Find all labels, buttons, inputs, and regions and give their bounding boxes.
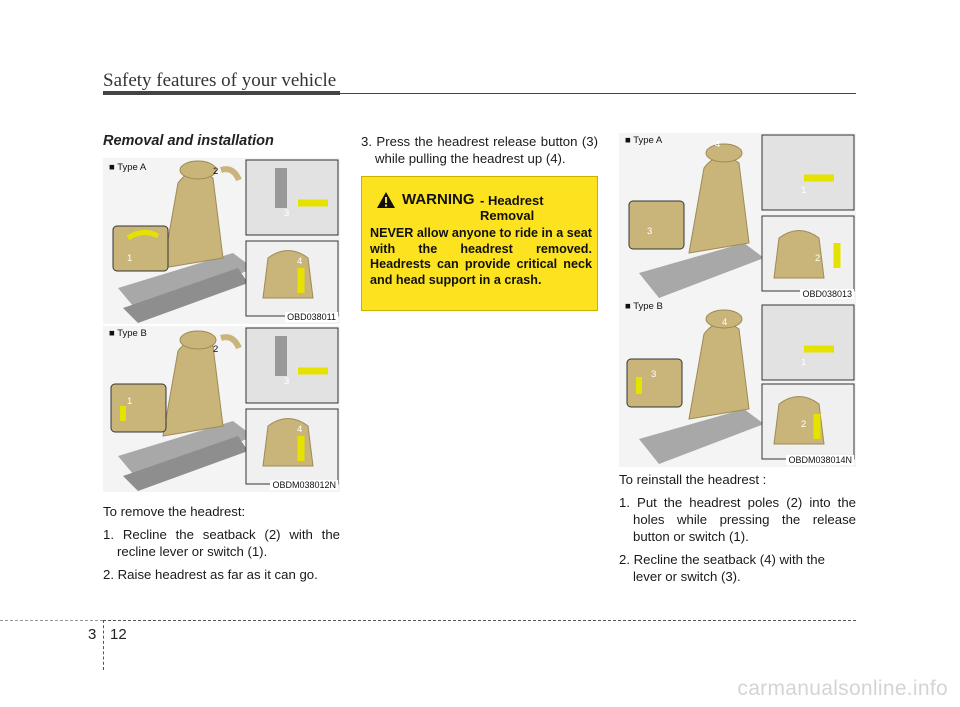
footer-divider xyxy=(103,620,104,670)
chapter-number: 3 xyxy=(88,626,97,643)
reinstall-steps: To reinstall the headrest : 1. Put the h… xyxy=(619,471,856,591)
callout-3: 3 xyxy=(284,376,290,387)
header-rule xyxy=(103,91,340,95)
removal-step-1: 1. Recline the seatback (2) with the rec… xyxy=(103,527,340,559)
section-heading: Removal and installation xyxy=(103,133,274,149)
removal-intro: To remove the headrest: xyxy=(103,504,246,519)
seat-illustration xyxy=(619,133,856,301)
watermark: carmanualsonline.info xyxy=(737,677,948,700)
seat-illustration xyxy=(619,299,856,467)
callout-3: 3 xyxy=(651,369,657,380)
page-header-title: Safety features of your vehicle xyxy=(103,70,337,91)
figure-code: OBD038013 xyxy=(800,289,854,299)
figure-type-b-reinstall: ■ Type B 1 2 3 4 OBDM038014N xyxy=(619,299,856,467)
callout-2: 2 xyxy=(801,419,807,430)
footer-rule-left xyxy=(0,620,103,621)
warning-title: WARNING xyxy=(402,191,475,208)
warning-subtitle: - Headrest Removal xyxy=(480,193,544,223)
callout-4: 4 xyxy=(722,317,728,328)
callout-1: 1 xyxy=(127,253,133,264)
footer-rule xyxy=(103,620,856,621)
removal-step-2: 2. Raise headrest as far as it can go. xyxy=(103,567,318,582)
warning-box: WARNING - Headrest Removal NEVER allow a… xyxy=(361,176,598,311)
warning-triangle-icon xyxy=(377,192,395,208)
callout-4: 4 xyxy=(297,256,303,267)
figure-code: OBDM038012N xyxy=(270,480,338,490)
figure-type-a-removal: ■ Type A 1 2 3 4 OBD038011 xyxy=(103,158,340,324)
page-number: 12 xyxy=(110,626,127,643)
reinstall-intro: To reinstall the headrest : xyxy=(619,472,767,487)
removal-step-3-block: 3. Press the headrest release button (3)… xyxy=(361,133,598,173)
callout-4: 4 xyxy=(715,139,721,150)
callout-2: 2 xyxy=(213,166,219,177)
figure-type-b-removal: ■ Type B 1 2 3 4 OBDM038012N xyxy=(103,326,340,492)
callout-2: 2 xyxy=(213,344,219,355)
figure-type-a-reinstall: ■ Type A 1 2 3 4 OBD038013 xyxy=(619,133,856,301)
figure-code: OBD038011 xyxy=(285,312,338,322)
callout-1: 1 xyxy=(801,185,807,196)
callout-3: 3 xyxy=(647,226,653,237)
figure-type-label: ■ Type B xyxy=(109,328,147,339)
figure-type-label: ■ Type A xyxy=(625,135,663,146)
callout-3: 3 xyxy=(284,208,290,219)
warning-body: NEVER allow anyone to ride in a seat wit… xyxy=(370,226,592,287)
callout-4: 4 xyxy=(297,424,303,435)
figure-type-label: ■ Type B xyxy=(625,301,663,312)
removal-steps: To remove the headrest: 1. Recline the s… xyxy=(103,503,340,589)
reinstall-step-1: 1. Put the headrest poles (2) into the h… xyxy=(619,495,856,544)
figure-code: OBDM038014N xyxy=(786,455,854,465)
callout-1: 1 xyxy=(801,357,807,368)
figure-type-label: ■ Type A xyxy=(109,162,147,173)
seat-illustration xyxy=(103,158,340,324)
removal-step-3: 3. Press the headrest release button (3)… xyxy=(361,134,598,166)
callout-2: 2 xyxy=(815,253,821,264)
callout-1: 1 xyxy=(127,396,133,407)
header-rule-thin xyxy=(340,93,856,94)
seat-illustration xyxy=(103,326,340,492)
reinstall-step-2: 2. Recline the seatback (4) with the lev… xyxy=(619,552,825,584)
